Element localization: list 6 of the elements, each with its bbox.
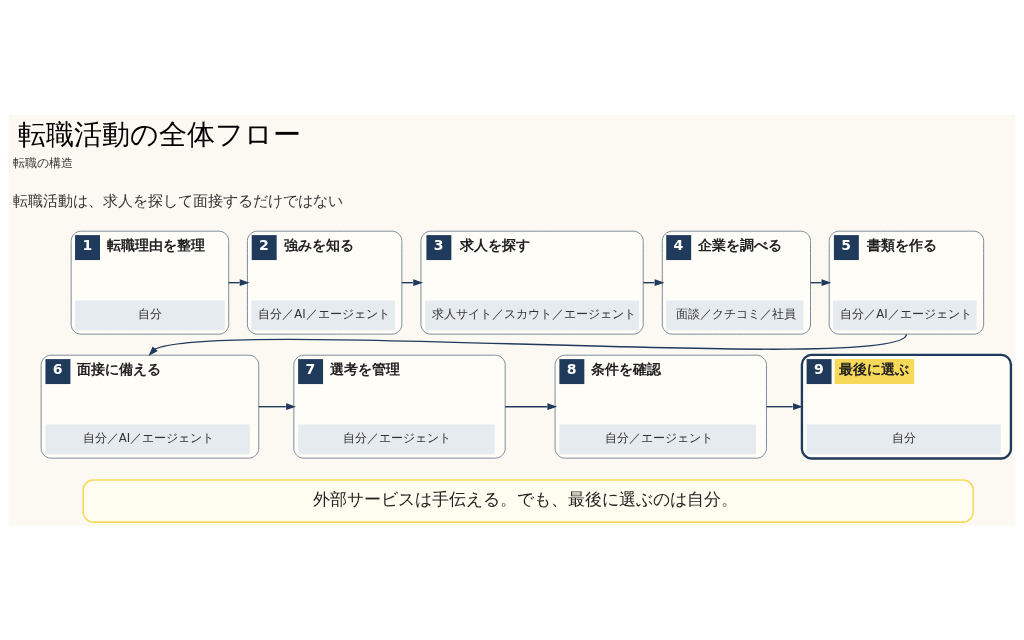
arrow [258, 402, 296, 410]
label: 転職の構造 [13, 154, 74, 170]
diagram-title: 転職活動の全体フロー [18, 117, 302, 151]
arrow [504, 402, 558, 410]
arrow [765, 402, 803, 410]
label: 転職活動は、求人を探して面接するだけではない [13, 191, 344, 209]
